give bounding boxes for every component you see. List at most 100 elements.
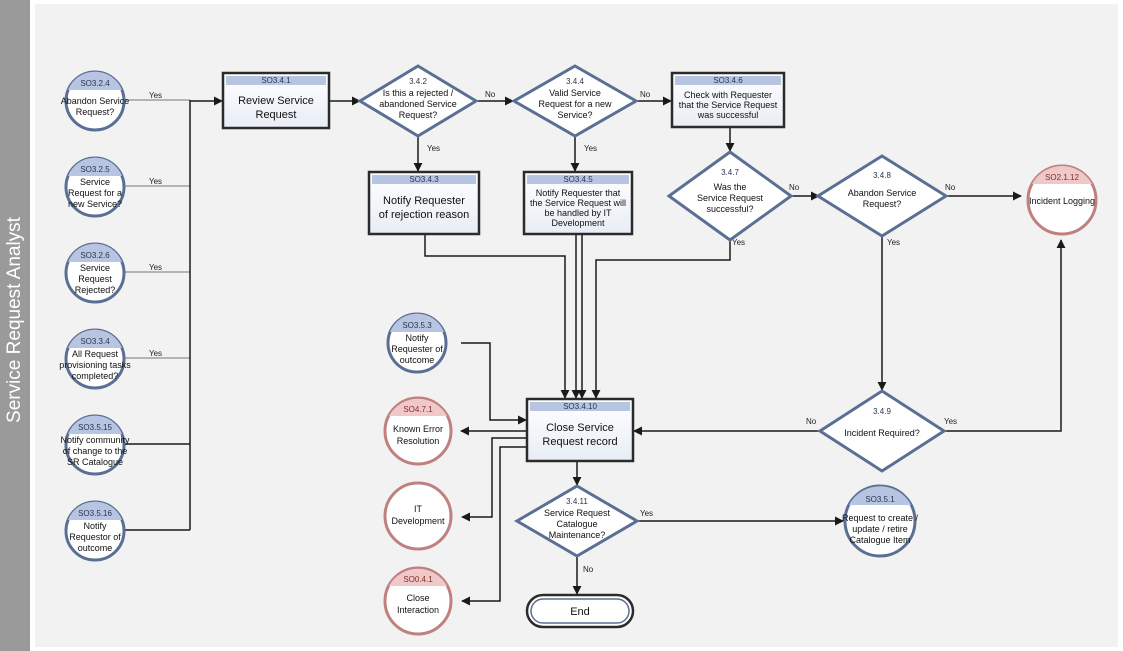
yes-label: Yes: [732, 238, 745, 247]
svg-text:Service Request: Service Request: [697, 193, 764, 203]
no-label: No: [789, 183, 800, 192]
no-label: No: [583, 565, 594, 574]
svg-text:provisioning tasks: provisioning tasks: [59, 360, 131, 370]
svg-text:Catalogue Item: Catalogue Item: [849, 535, 910, 545]
svg-text:SO0.4.1: SO0.4.1: [403, 575, 433, 584]
svg-text:3.4.4: 3.4.4: [566, 77, 584, 86]
svg-text:3.4.9: 3.4.9: [873, 407, 891, 416]
svg-text:Request?: Request?: [863, 199, 902, 209]
connector-labels: Yes Yes Yes Yes No No Yes Yes No No Yes …: [149, 90, 957, 574]
svg-text:was successful: was successful: [697, 110, 759, 120]
svg-text:Abandon Service: Abandon Service: [848, 188, 917, 198]
yes-label: Yes: [149, 91, 162, 100]
event-circle[interactable]: SO3.3.4 All Request provisioning tasks c…: [59, 328, 131, 390]
svg-text:Requestor of: Requestor of: [69, 532, 121, 542]
svg-text:SO3.5.1: SO3.5.1: [865, 495, 895, 504]
yes-label: Yes: [944, 417, 957, 426]
process-box[interactable]: SO3.4.6 Check with Requester that the Se…: [670, 71, 786, 129]
external-process-circle[interactable]: IT Development: [383, 481, 453, 551]
svg-text:of change to the: of change to the: [63, 446, 128, 456]
yes-label: Yes: [584, 144, 597, 153]
svg-text:Development: Development: [551, 218, 605, 228]
svg-text:new Service?: new Service?: [68, 199, 122, 209]
svg-text:End: End: [570, 606, 590, 618]
svg-text:Incident Required?: Incident Required?: [844, 428, 920, 438]
svg-text:SO3.4.6: SO3.4.6: [713, 76, 743, 85]
external-process-circle[interactable]: SO4.7.1 Known Error Resolution: [383, 396, 453, 466]
svg-text:SO3.4.10: SO3.4.10: [563, 402, 597, 411]
no-label: No: [485, 90, 496, 99]
external-process-circle[interactable]: SO0.4.1 Close Interaction: [383, 566, 453, 636]
svg-text:Notify: Notify: [83, 521, 107, 531]
decision-diamond[interactable]: 3.4.7 Was the Service Request successful…: [666, 150, 794, 242]
svg-text:Request to create /: Request to create /: [842, 513, 919, 523]
svg-text:Was the: Was the: [714, 182, 747, 192]
decision-diamond[interactable]: 3.4.11 Service Request Catalogue Mainten…: [514, 484, 640, 558]
svg-text:Check with Requester: Check with Requester: [684, 90, 772, 100]
svg-text:Resolution: Resolution: [397, 436, 440, 446]
svg-text:Request?: Request?: [76, 107, 115, 117]
svg-text:successful?: successful?: [706, 204, 753, 214]
svg-text:Requester of: Requester of: [391, 344, 443, 354]
process-box[interactable]: SO3.4.10 Close Service Request record: [525, 397, 635, 463]
end-terminator[interactable]: End: [525, 593, 635, 629]
svg-text:outcome: outcome: [400, 355, 435, 365]
svg-text:3.4.11: 3.4.11: [566, 497, 588, 506]
swimlane-header: Service Request Analyst: [0, 0, 30, 651]
event-circle[interactable]: SO3.5.16 Notify Requestor of outcome: [64, 500, 126, 562]
decision-diamond[interactable]: 3.4.8 Abandon Service Request?: [815, 154, 949, 238]
process-box[interactable]: SO3.4.1 Review Service Request: [221, 71, 331, 130]
svg-text:Incident Logging: Incident Logging: [1029, 196, 1095, 206]
no-label: No: [806, 417, 817, 426]
svg-text:update / retire: update / retire: [852, 524, 908, 534]
svg-text:Service?: Service?: [557, 110, 592, 120]
svg-text:Request record: Request record: [542, 436, 617, 448]
svg-text:Request?: Request?: [399, 110, 438, 120]
svg-text:the Service Request will: the Service Request will: [530, 198, 626, 208]
event-circle[interactable]: SO3.5.3 Notify Requester of outcome: [386, 312, 448, 374]
svg-text:Valid Service: Valid Service: [549, 88, 601, 98]
event-circle[interactable]: SO3.2.5 Service Request for a new Servic…: [64, 156, 126, 218]
event-circle[interactable]: SO3.5.1 Request to create / update / ret…: [842, 484, 919, 558]
svg-text:Service Request: Service Request: [544, 508, 611, 518]
svg-text:Request: Request: [256, 109, 297, 121]
svg-text:that the Service Request: that the Service Request: [679, 100, 778, 110]
no-label: No: [640, 90, 651, 99]
svg-text:SO3.4.5: SO3.4.5: [563, 175, 593, 184]
svg-text:Service: Service: [80, 177, 110, 187]
svg-text:3.4.2: 3.4.2: [409, 77, 427, 86]
svg-text:SO4.7.1: SO4.7.1: [403, 405, 433, 414]
svg-text:SO3.2.6: SO3.2.6: [80, 251, 110, 260]
yes-label: Yes: [149, 349, 162, 358]
yes-label: Yes: [149, 263, 162, 272]
yes-label: Yes: [427, 144, 440, 153]
svg-text:Notify: Notify: [405, 333, 429, 343]
decision-diamond[interactable]: 3.4.2 Is this a rejected / abandoned Ser…: [357, 64, 479, 138]
svg-text:Notify community: Notify community: [60, 435, 130, 445]
process-box[interactable]: SO3.4.3 Notify Requester of rejection re…: [367, 170, 481, 236]
decision-diamond[interactable]: 3.4.4 Valid Service Request for a new Se…: [510, 64, 640, 138]
process-box[interactable]: SO3.4.5 Notify Requester that the Servic…: [522, 170, 634, 236]
svg-text:Request: Request: [78, 274, 112, 284]
svg-text:abandoned Service: abandoned Service: [379, 99, 457, 109]
svg-text:SO3.5.16: SO3.5.16: [78, 509, 112, 518]
svg-text:Review Service: Review Service: [238, 95, 314, 107]
yes-label: Yes: [887, 238, 900, 247]
svg-text:completed?: completed?: [72, 371, 119, 381]
yes-label: Yes: [149, 177, 162, 186]
event-circle[interactable]: SO3.2.4 Abandon Service Request?: [61, 70, 130, 132]
external-process-circle[interactable]: SO2.1.12 Incident Logging: [1026, 164, 1098, 236]
event-circle[interactable]: SO3.2.6 Service Request Rejected?: [64, 242, 126, 304]
svg-text:outcome: outcome: [78, 543, 113, 553]
svg-text:SO3.4.1: SO3.4.1: [261, 76, 291, 85]
svg-text:SO3.5.15: SO3.5.15: [78, 423, 112, 432]
event-circle[interactable]: SO3.5.15 Notify community of change to t…: [60, 414, 130, 476]
svg-text:Interaction: Interaction: [397, 605, 439, 615]
svg-text:Notify Requester: Notify Requester: [383, 195, 465, 207]
svg-text:Rejected?: Rejected?: [75, 285, 116, 295]
svg-text:Known Error: Known Error: [393, 424, 443, 434]
svg-text:Notify Requester that: Notify Requester that: [536, 188, 621, 198]
svg-text:Request for a new: Request for a new: [538, 99, 612, 109]
decision-diamond[interactable]: 3.4.9 Incident Required?: [817, 389, 947, 473]
svg-text:SO2.1.12: SO2.1.12: [1045, 173, 1079, 182]
